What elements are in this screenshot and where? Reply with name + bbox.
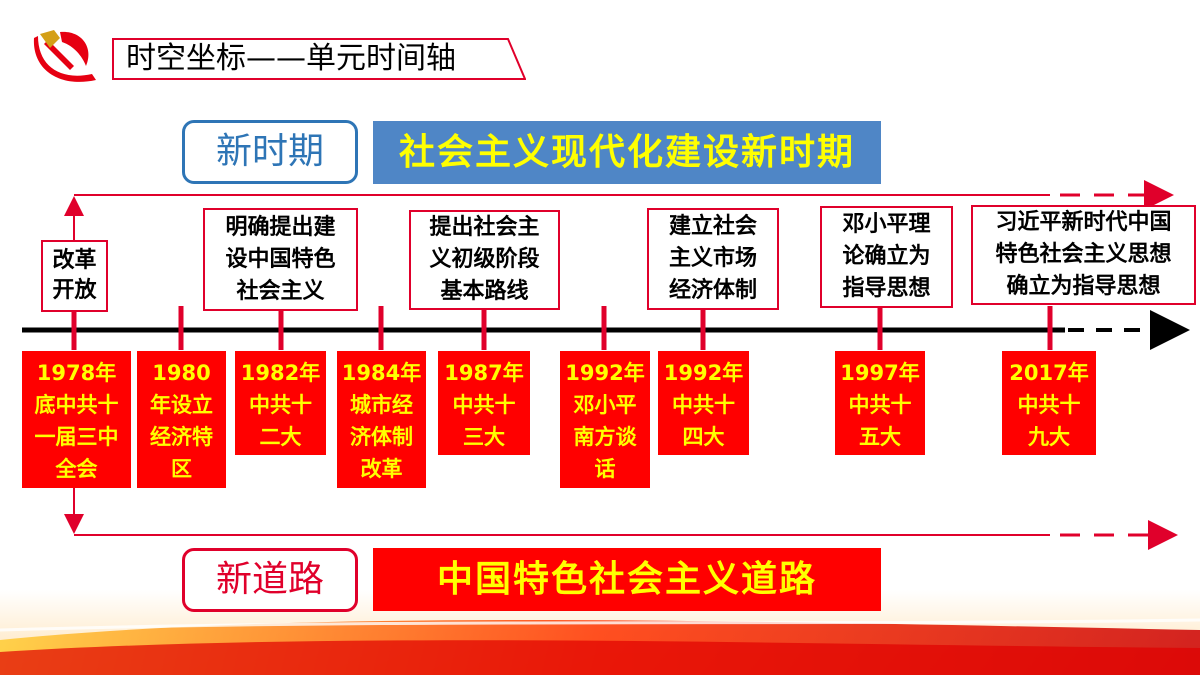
upper-event-primary-stage-line: 提出社会主 义初级阶段 基本路线 bbox=[409, 210, 560, 310]
upper-event-socialism-chinese-characteristics: 明确提出建 设中国特色 社会主义 bbox=[203, 208, 358, 311]
upper-event-deng-theory: 邓小平理 论确立为 指导思想 bbox=[820, 206, 953, 308]
lower-event-1978: 1978年 底中共十 一届三中 全会 bbox=[22, 351, 131, 488]
lower-event-1980: 1980 年设立 经济特 区 bbox=[137, 351, 226, 488]
lower-event-1984: 1984年 城市经 济体制 改革 bbox=[337, 351, 426, 488]
upper-event-reform: 改革 开放 bbox=[41, 240, 108, 312]
period-banner: 社会主义现代化建设新时期 bbox=[373, 121, 881, 184]
page-title: 时空坐标——单元时间轴 bbox=[126, 41, 456, 76]
lower-event-2017: 2017年 中共十 九大 bbox=[1002, 351, 1096, 455]
road-label: 新道路 bbox=[182, 548, 358, 612]
lower-event-1987: 1987年 中共十 三大 bbox=[438, 351, 530, 455]
period-label: 新时期 bbox=[182, 120, 358, 184]
upper-event-xi-thought: 习近平新时代中国 特色社会主义思想 确立为指导思想 bbox=[971, 205, 1196, 305]
lower-event-1997: 1997年 中共十 五大 bbox=[835, 351, 925, 455]
lower-event-1992-congress: 1992年 中共十 四大 bbox=[658, 351, 749, 455]
road-banner: 中国特色社会主义道路 bbox=[373, 548, 881, 611]
lower-event-1982: 1982年 中共十 二大 bbox=[235, 351, 326, 455]
lower-event-1992-south-tour: 1992年 邓小平 南方谈 话 bbox=[560, 351, 650, 488]
party-emblem-icon bbox=[33, 30, 96, 82]
title-frame bbox=[112, 38, 526, 80]
upper-event-market-economy: 建立社会 主义市场 经济体制 bbox=[647, 208, 779, 310]
